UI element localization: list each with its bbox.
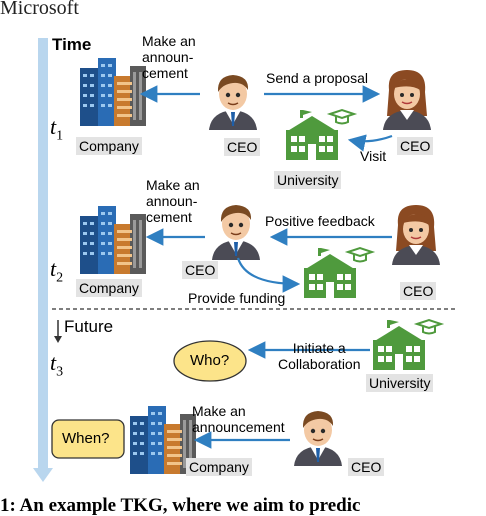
ceo-female-icon: [382, 69, 432, 131]
future-label: Future: [64, 317, 114, 336]
ceo-male-icon: [208, 74, 258, 131]
university-icon: [285, 109, 355, 161]
building-icon: [80, 206, 146, 274]
company-tag-t2: Company: [76, 279, 142, 297]
university-tag-t3: University: [366, 374, 434, 392]
arrow-visit-t1: [347, 134, 393, 152]
arrow-funding-t2: [236, 257, 301, 293]
header-fragment: Microsoft: [0, 0, 79, 19]
ceo-tag-t3: CEO: [348, 458, 385, 476]
ceo-tag-t1: CEO: [224, 138, 261, 156]
time-t1: t1: [50, 114, 64, 144]
university-icon: [372, 319, 442, 371]
ceo2-tag-t2: CEO: [400, 282, 437, 300]
when-node: [51, 419, 125, 459]
ceo-male-icon: [293, 410, 343, 467]
ceo-tag-t2: CEO: [182, 261, 219, 279]
time-t2: t2: [50, 256, 64, 286]
timeline-label: Time: [52, 35, 92, 54]
figure-caption: 1: An example TKG, where we aim to predi…: [0, 495, 361, 516]
edge-label-feedback-t2: Positive feedback: [265, 213, 375, 229]
ceo-female-icon: [391, 204, 441, 266]
ceo2-tag-t1: CEO: [397, 137, 434, 155]
university-tag-t1: University: [274, 171, 342, 189]
company-tag-t3: Company: [186, 458, 252, 476]
when-label: When?: [62, 430, 110, 447]
edge-label-proposal-t1: Send a proposal: [266, 70, 368, 86]
company-tag-t1: Company: [76, 137, 142, 155]
time-t3: t3: [50, 350, 64, 380]
edge-label-funding-t2: Provide funding: [188, 290, 286, 306]
edge-label-visit-t1: Visit: [360, 148, 387, 164]
who-node: [173, 340, 247, 382]
building-icon: [80, 58, 146, 126]
university-icon: [303, 247, 373, 299]
ceo-male-icon: [211, 204, 261, 261]
timeline-bar: [38, 38, 48, 470]
who-label: Who?: [190, 352, 230, 369]
timeline-arrowhead: [33, 468, 53, 482]
